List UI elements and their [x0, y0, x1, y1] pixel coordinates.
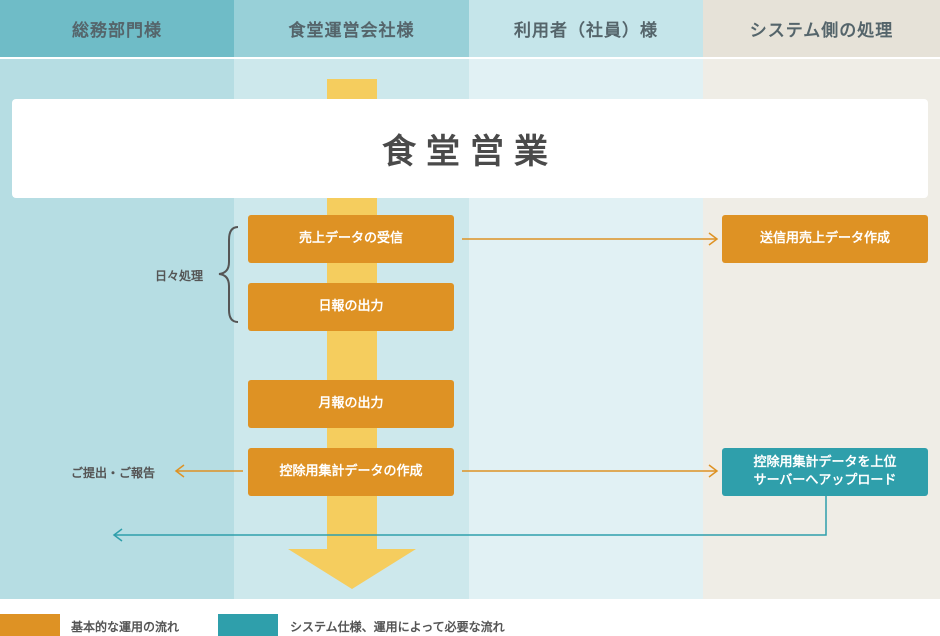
- legend-swatch-basic: [0, 614, 60, 636]
- legend-swatch-optional: [218, 614, 278, 636]
- legend-label-optional: システム仕様、運用によって必要な流れ: [290, 620, 505, 634]
- system-upload-deduction-data: 控除用集計データを上位 サーバーへアップロード: [722, 448, 928, 496]
- legend-label-basic: 基本的な運用の流れ: [71, 620, 180, 634]
- step-create-deduction-data: 控除用集計データの作成: [248, 448, 454, 496]
- system-create-send-data: 送信用売上データ作成: [722, 215, 928, 263]
- column-header-employees: 利用者（社員）様: [469, 0, 703, 57]
- daily-processing-label: 日々処理: [155, 269, 204, 283]
- column-header-system: システム側の処理: [703, 0, 940, 57]
- upload-line-1: 控除用集計データを上位: [753, 455, 897, 471]
- column-header-cafeteria-operator: 食堂運営会社様: [234, 0, 469, 57]
- cafeteria-operation-banner: 食堂営業: [12, 99, 928, 198]
- step-receive-sales-data: 売上データの受信: [248, 215, 454, 263]
- upload-line-2: サーバーへアップロード: [753, 473, 897, 488]
- submit-report-label: ご提出・ご報告: [71, 466, 156, 480]
- step-output-daily-report: 日報の出力: [248, 283, 454, 331]
- step-output-monthly-report: 月報の出力: [248, 380, 454, 428]
- column-header-general-affairs: 総務部門様: [0, 0, 234, 57]
